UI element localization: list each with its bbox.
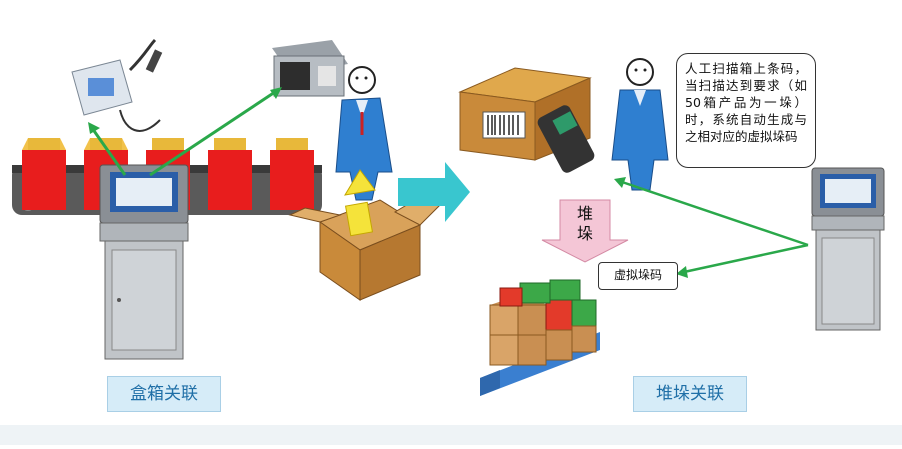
inkjet-printer [71,38,163,132]
stacking-arrow [541,199,629,263]
product-box [270,138,314,210]
worker-figure-right [611,58,669,191]
worker-figure-left [335,66,393,201]
product-box [208,138,252,210]
bottom-fade [0,425,902,445]
callout-bubble: 人工扫描箱上条码，当扫描达到要求（如50箱产品为一垛）时，系统自动生成与之相对应… [676,53,816,168]
stacking-char-1: 堆 [576,204,593,223]
kiosk-terminal-left [99,164,189,360]
label-printer [272,40,348,97]
virtual-pallet-code-label: 虚拟垛码 [598,262,678,290]
open-cardboard-box [288,169,442,391]
stack-association-label: 堆垛关联 [633,376,747,412]
handheld-scanner [537,105,595,173]
product-boxes [22,138,314,210]
pallet-stack [480,279,600,396]
barcode-graphic [326,363,358,391]
green-connector-arrows-left [88,87,282,177]
process-arrow [398,162,470,222]
kiosk-terminal-right [811,167,885,331]
product-box [22,138,66,210]
stacking-char-2: 垛 [576,224,593,243]
green-connector-arrows-right [614,177,809,278]
stacking-arrow-text: 堆 垛 [574,204,596,244]
box-association-label: 盒箱关联 [107,376,221,412]
